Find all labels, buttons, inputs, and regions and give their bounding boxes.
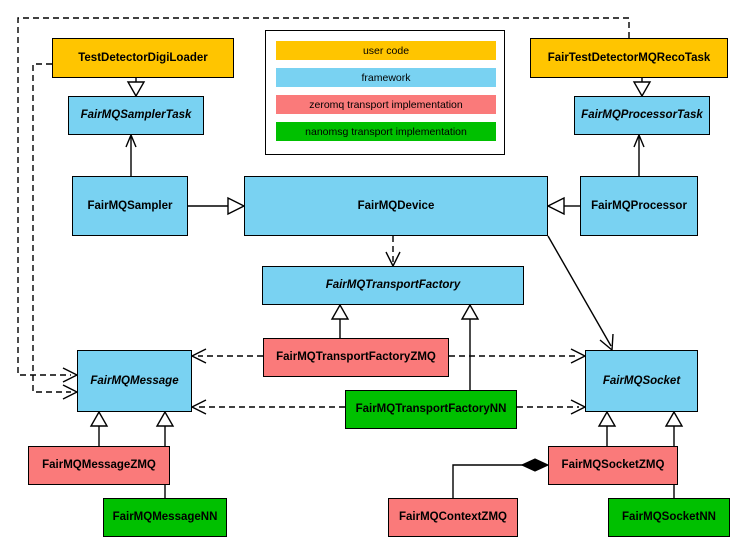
class-box-fairmqtransportfactoryzmq[interactable]: FairMQTransportFactoryZMQ <box>263 338 449 377</box>
class-label: FairMQSamplerTask <box>80 109 192 122</box>
class-box-fairmqsampler[interactable]: FairMQSampler <box>72 176 188 236</box>
edge-generalization-socketzmq-socket <box>597 410 617 446</box>
class-label: FairMQMessageZMQ <box>42 459 156 472</box>
edge-generalization-recotask-processortask <box>632 78 652 98</box>
class-label: FairMQProcessorTask <box>581 109 703 122</box>
class-box-fairmqdevice[interactable]: FairMQDevice <box>244 176 548 236</box>
class-label: FairMQContextZMQ <box>399 511 507 524</box>
class-box-fairtestdetectormqrecotask[interactable]: FairTestDetectorMQRecoTask <box>530 38 728 78</box>
edge-dependency-tfnn-message <box>191 399 345 415</box>
class-label: FairMQSocket <box>602 374 681 387</box>
class-label: TestDetectorDigiLoader <box>78 51 208 64</box>
class-box-fairmqmessagezmq[interactable]: FairMQMessageZMQ <box>28 446 170 485</box>
class-label: FairMQSocketZMQ <box>561 459 665 472</box>
class-box-fairmqsocketzmq[interactable]: FairMQSocketZMQ <box>548 446 678 485</box>
class-label: FairMQTransportFactory <box>325 279 461 292</box>
class-label: FairMQSocketNN <box>622 511 716 524</box>
edge-generalization-tfzmq-transportfactory <box>330 303 350 338</box>
edge-association-device-socket <box>547 235 614 351</box>
class-label: FairMQMessage <box>90 374 179 387</box>
edge-dependency-tfzmq-message <box>191 348 263 364</box>
edge-dependency-tfzmq-socket <box>449 348 586 364</box>
edge-dependency-device-transportfactory <box>385 236 401 267</box>
legend-item-framework: framework <box>276 68 496 87</box>
class-box-fairmqsocketnn[interactable]: FairMQSocketNN <box>608 498 730 537</box>
class-box-fairmqtransportfactory[interactable]: FairMQTransportFactory <box>262 266 524 305</box>
edge-association-sampler-samplertask <box>125 134 137 176</box>
class-box-fairmqcontextzmq[interactable]: FairMQContextZMQ <box>388 498 518 537</box>
edge-dependency-tfnn-socket <box>517 399 586 415</box>
legend-item-zeromq: zeromq transport implementation <box>276 95 496 114</box>
edge-generalization-processor-device <box>546 196 580 216</box>
class-box-fairmqmessage[interactable]: FairMQMessage <box>77 350 192 412</box>
class-label: FairMQProcessor <box>591 199 687 212</box>
legend-label-user-code: user code <box>362 44 410 57</box>
class-box-testdetectordigiloader[interactable]: TestDetectorDigiLoader <box>52 38 234 78</box>
edge-association-processor-processortask <box>633 134 645 176</box>
class-box-fairmqsocket[interactable]: FairMQSocket <box>585 350 698 412</box>
legend-item-nanomsg: nanomsg transport implementation <box>276 122 496 141</box>
edge-dependency-digiloader-message <box>32 63 78 400</box>
class-label: FairMQTransportFactoryZMQ <box>276 351 436 364</box>
class-box-fairmqtransportfactorynn[interactable]: FairMQTransportFactoryNN <box>345 390 517 429</box>
class-label: FairMQDevice <box>357 199 435 212</box>
edge-dependency-recotask-message <box>17 17 630 383</box>
class-box-fairmqsamplertask[interactable]: FairMQSamplerTask <box>68 96 204 135</box>
legend-label-framework: framework <box>361 71 411 84</box>
class-box-fairmqprocessortask[interactable]: FairMQProcessorTask <box>574 96 710 135</box>
class-label: FairMQSampler <box>87 199 173 212</box>
class-label: FairMQTransportFactoryNN <box>355 403 507 416</box>
edge-generalization-digiloader-samplertask <box>126 78 146 98</box>
edge-generalization-sampler-device <box>188 196 246 216</box>
legend-panel: user code framework zeromq transport imp… <box>265 30 505 155</box>
edge-composition-contextzmq-socketzmq <box>452 458 550 498</box>
edge-generalization-messagezmq-message <box>89 410 109 446</box>
class-box-fairmqprocessor[interactable]: FairMQProcessor <box>580 176 698 236</box>
legend-label-zeromq: zeromq transport implementation <box>309 98 463 111</box>
class-label: FairTestDetectorMQRecoTask <box>547 51 711 64</box>
class-label: FairMQMessageNN <box>112 511 218 524</box>
edge-generalization-tfnn-transportfactory <box>460 303 480 390</box>
class-box-fairmqmessagenn[interactable]: FairMQMessageNN <box>103 498 227 537</box>
legend-item-user-code: user code <box>276 41 496 60</box>
legend-label-nanomsg: nanomsg transport implementation <box>305 125 467 138</box>
